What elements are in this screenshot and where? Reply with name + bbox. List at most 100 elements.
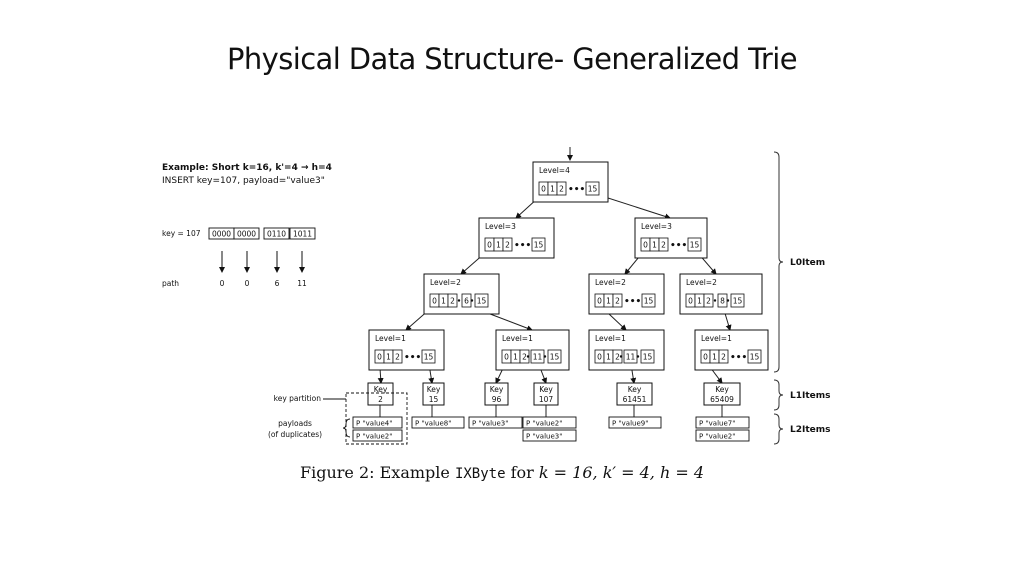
- slot-label: 0: [597, 297, 602, 306]
- payload-text: P "value2": [356, 433, 392, 441]
- slot-label: 15: [477, 297, 487, 306]
- slot-cell: [612, 293, 623, 308]
- slot-label: 0: [643, 241, 648, 250]
- slot-dot: [526, 355, 530, 358]
- slot-label: 2: [615, 353, 620, 362]
- slot-dot: [470, 299, 474, 302]
- slot-cell: [747, 349, 762, 364]
- slot-label: 0: [703, 353, 708, 362]
- key-label: Key: [427, 385, 441, 394]
- key-partition-box: [345, 392, 408, 445]
- key-bit-cell: [263, 227, 290, 240]
- slot-label: 11: [533, 353, 543, 362]
- payload-text: P "value8": [415, 420, 451, 428]
- slot-cell: [640, 349, 655, 364]
- caption-code: IXByte: [454, 466, 506, 482]
- slot-ellipsis: •••: [730, 353, 747, 363]
- slot-cell: [531, 237, 546, 252]
- key-frame: [533, 382, 559, 406]
- slot-label: 1: [513, 353, 518, 362]
- slot-label: 0: [377, 353, 382, 362]
- slot-label: 1: [550, 185, 555, 194]
- slot-cell: [421, 349, 436, 364]
- brace-label: L0Item: [790, 258, 825, 268]
- brace-label: L2Items: [790, 425, 831, 435]
- payload-item: P "value2": [522, 416, 577, 429]
- payload-text: P "value4": [356, 420, 392, 428]
- slot-cell: [641, 293, 656, 308]
- payload-item: P "value4": [352, 416, 403, 429]
- slot-label: 15: [644, 297, 654, 306]
- payload-text: P "value9": [612, 420, 648, 428]
- slot-label: 1: [712, 353, 717, 362]
- level-brace: [773, 151, 784, 373]
- slot-cell: [474, 293, 489, 308]
- key-bit-label: 0000: [237, 230, 256, 239]
- slot-label: 1: [386, 353, 391, 362]
- payload-frame: [522, 416, 577, 429]
- key-frame: [616, 382, 653, 406]
- payload-text: P "value7": [699, 420, 735, 428]
- slot-cell: [687, 237, 702, 252]
- slide-title: Physical Data Structure- Generalized Tri…: [227, 42, 798, 76]
- slot-ellipsis: •••: [514, 241, 531, 251]
- path-label: path: [162, 279, 179, 288]
- slot-label: 0: [597, 353, 602, 362]
- payload-text: P "value2": [526, 420, 562, 428]
- slot-label: 8: [720, 297, 725, 306]
- key-label: Key: [715, 385, 729, 394]
- slot-label: 1: [697, 297, 702, 306]
- slot-cell: [585, 181, 600, 196]
- payload-frame: [608, 416, 662, 429]
- slot-ellipsis: •••: [404, 353, 421, 363]
- caption-math: k = 16, k′ = 4, h = 4: [538, 463, 705, 482]
- slot-cell: [730, 293, 745, 308]
- level-brace: [773, 413, 784, 445]
- slot-label: 2: [721, 353, 726, 362]
- key-value: 65409: [710, 395, 734, 404]
- key-bit-label: 0110: [267, 230, 286, 239]
- slot-cell: [718, 349, 729, 364]
- slot-label: 2: [559, 185, 564, 194]
- key-value: 15: [429, 395, 439, 404]
- slot-dot: [619, 355, 623, 358]
- slot-label: 1: [441, 297, 446, 306]
- path-value: 0: [220, 279, 225, 288]
- slot-label: 2: [661, 241, 666, 250]
- slot-label: 0: [487, 241, 492, 250]
- payload-frame: [352, 416, 403, 429]
- node-level-label: Level=1: [502, 334, 533, 343]
- slot-label: 15: [643, 353, 653, 362]
- slot-dot: [713, 299, 717, 302]
- slot-label: 15: [550, 353, 560, 362]
- key-bit-label: 0000: [212, 230, 231, 239]
- example-title: Example: Short k=16, k'=4 → h=4: [162, 163, 332, 173]
- key-label-text: key = 107: [162, 229, 201, 238]
- node-level-label: Level=4: [539, 166, 570, 175]
- key-bit-cell: [289, 227, 316, 240]
- slot-label: 6: [464, 297, 469, 306]
- payloads-brace: [342, 418, 351, 438]
- slot-cell: [392, 349, 403, 364]
- level-brace: [773, 379, 784, 411]
- slot-label: 0: [504, 353, 509, 362]
- key-frame: [484, 382, 509, 406]
- slot-label: 15: [534, 241, 544, 250]
- slot-label: 2: [395, 353, 400, 362]
- payload-text: P "value3": [526, 433, 562, 441]
- slot-cell: [658, 237, 669, 252]
- key-value: 96: [492, 395, 502, 404]
- key-frame: [422, 382, 445, 406]
- key-frame: [703, 382, 741, 406]
- payload-item: P "value8": [411, 416, 465, 429]
- slot-label: 0: [432, 297, 437, 306]
- caption-middle: for: [505, 463, 539, 482]
- key-label: Key: [628, 385, 642, 394]
- slot-label: 2: [615, 297, 620, 306]
